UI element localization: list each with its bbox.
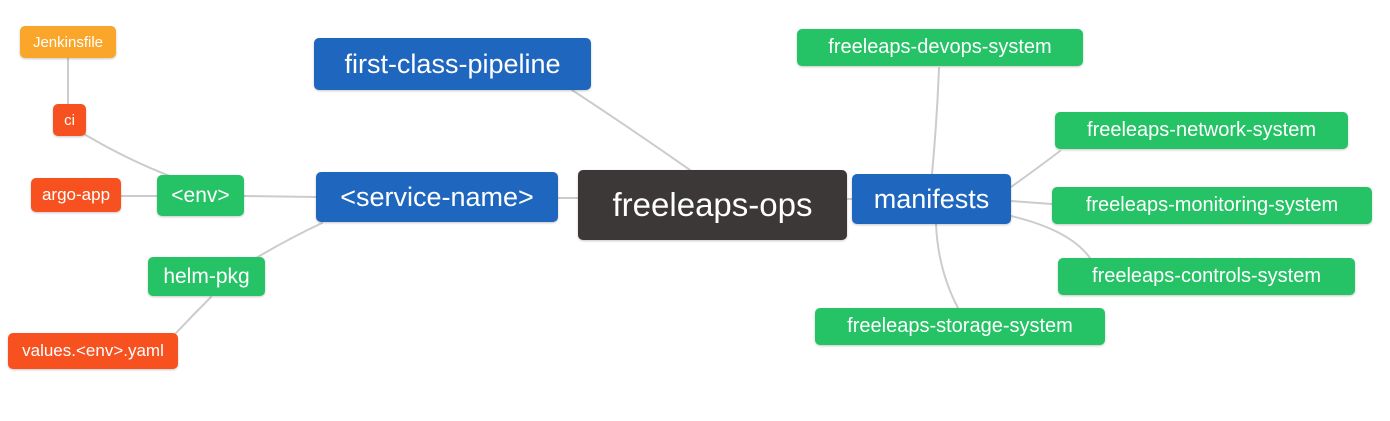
node-freeleaps-monitoring-system[interactable]: freeleaps-monitoring-system [1052, 187, 1372, 224]
node-freeleaps-ops-root[interactable]: freeleaps-ops [578, 170, 847, 240]
edge-pipeline-ops [571, 89, 691, 171]
node-jenkinsfile[interactable]: Jenkinsfile [20, 26, 116, 58]
node-freeleaps-storage-system[interactable]: freeleaps-storage-system [815, 308, 1105, 345]
node-env[interactable]: <env> [157, 175, 244, 216]
node-ci[interactable]: ci [53, 104, 86, 136]
node-helm-pkg[interactable]: helm-pkg [148, 257, 265, 296]
node-freeleaps-devops-system[interactable]: freeleaps-devops-system [797, 29, 1083, 66]
node-service-name[interactable]: <service-name> [316, 172, 558, 222]
node-values-env-yaml[interactable]: values.<env>.yaml [8, 333, 178, 369]
edge-manifests-monitoring [1010, 200, 1053, 205]
edge-env-servicename [243, 195, 317, 198]
edge-manifests-devops [931, 67, 940, 175]
node-freeleaps-controls-system[interactable]: freeleaps-controls-system [1058, 258, 1355, 295]
node-argo-app[interactable]: argo-app [31, 178, 121, 212]
edge-manifests-storage [935, 223, 959, 309]
node-manifests[interactable]: manifests [852, 174, 1011, 224]
edge-ci-env [83, 133, 171, 177]
edge-helmpkg-servicename [255, 222, 323, 259]
node-freeleaps-network-system[interactable]: freeleaps-network-system [1055, 112, 1348, 149]
edge-values-helmpkg [175, 296, 212, 334]
node-first-class-pipeline[interactable]: first-class-pipeline [314, 38, 591, 90]
edge-manifests-network [1010, 150, 1061, 188]
